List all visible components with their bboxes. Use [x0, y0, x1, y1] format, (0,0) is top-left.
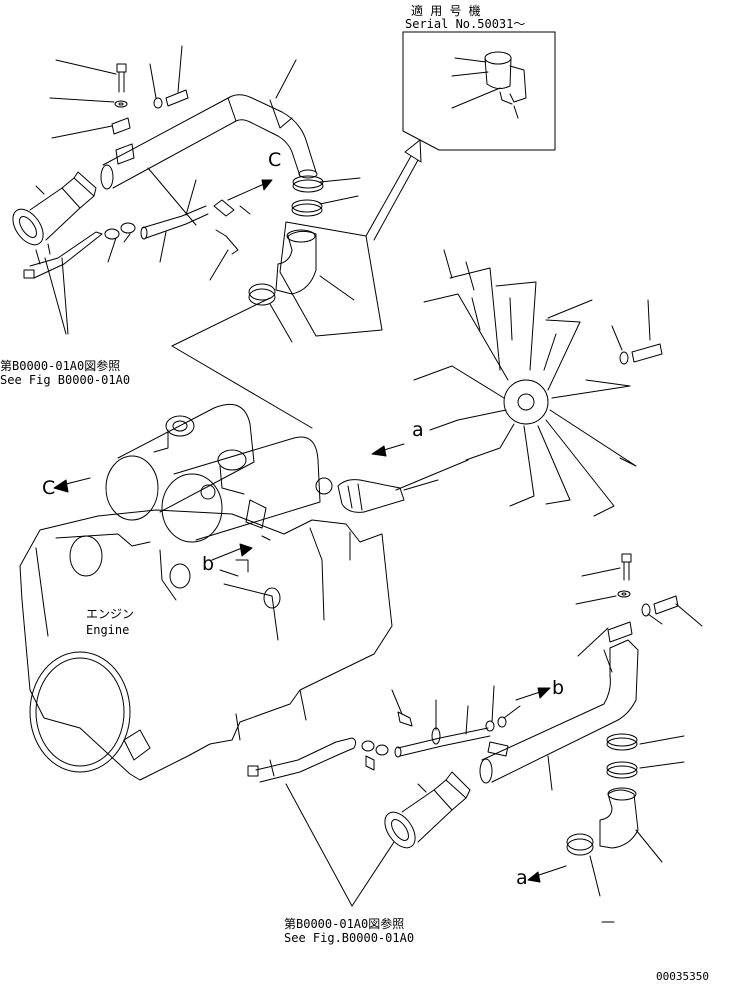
upper-clamps [291, 175, 324, 217]
reference-top-jp: 第B0000-01A0図参照 [0, 359, 121, 373]
serial-inset-box [402, 31, 556, 151]
reference-bottom-jp: 第B0000-01A0図参照 [284, 917, 405, 931]
fan-bolt [547, 299, 663, 365]
lower-bolt [575, 553, 703, 657]
reference-lines-top [44, 257, 313, 429]
c-arrow-left [53, 477, 91, 493]
engine-body [19, 509, 393, 781]
serial-title-en: Serial No.50031～ [405, 17, 526, 31]
document-number: 00035350 [656, 970, 709, 983]
b-arrow-mid [211, 543, 253, 577]
engine-label-jp: エンジン [86, 607, 135, 621]
arrow-label-c-top: C [268, 149, 282, 171]
upper-leaders [49, 45, 361, 226]
cooling-fan [413, 249, 637, 517]
arrow-label-a-bottom: a [516, 867, 528, 889]
c-arrow-top [227, 179, 273, 201]
lower-left-tube [247, 737, 357, 783]
fan-shaft [337, 479, 439, 513]
a-arrow-mid [371, 443, 469, 491]
upper-lower-clamp [248, 283, 293, 343]
top-bolt [111, 63, 135, 165]
reference-top-en: See Fig B0000-01A0 [0, 373, 131, 387]
lower-clamp-a [566, 833, 601, 897]
upper-left-tube [23, 231, 103, 279]
reference-lines-bottom [285, 783, 395, 907]
engine-label-en: Engine [86, 623, 130, 637]
lower-water-pipe [479, 639, 639, 791]
lower-elbow-hose [599, 787, 663, 863]
arrow-to-inset [365, 139, 422, 241]
arrow-label-a-mid: a [412, 419, 424, 441]
arrow-label-b-mid: b [202, 553, 215, 575]
muffler-assembly [105, 404, 333, 543]
b-arrow-right [515, 687, 551, 701]
reference-bottom-en: See Fig.B0000-01A0 [284, 931, 415, 945]
upper-left-flange [12, 171, 97, 255]
flywheel-housing [29, 651, 151, 773]
upper-small-hose [104, 199, 251, 281]
elbow-hose-group [275, 221, 383, 337]
serial-title-jp: 適 用 号 機 [411, 4, 481, 18]
top-right-bolt [153, 89, 189, 109]
arrow-label-b-right: b [552, 677, 565, 699]
lower-clamps [606, 733, 685, 779]
lower-small-hose [361, 685, 521, 771]
lower-flange [384, 771, 471, 849]
arrow-label-c-left: C [42, 477, 56, 499]
a-arrow-bottom [527, 865, 567, 883]
upper-water-pipe [100, 94, 318, 190]
